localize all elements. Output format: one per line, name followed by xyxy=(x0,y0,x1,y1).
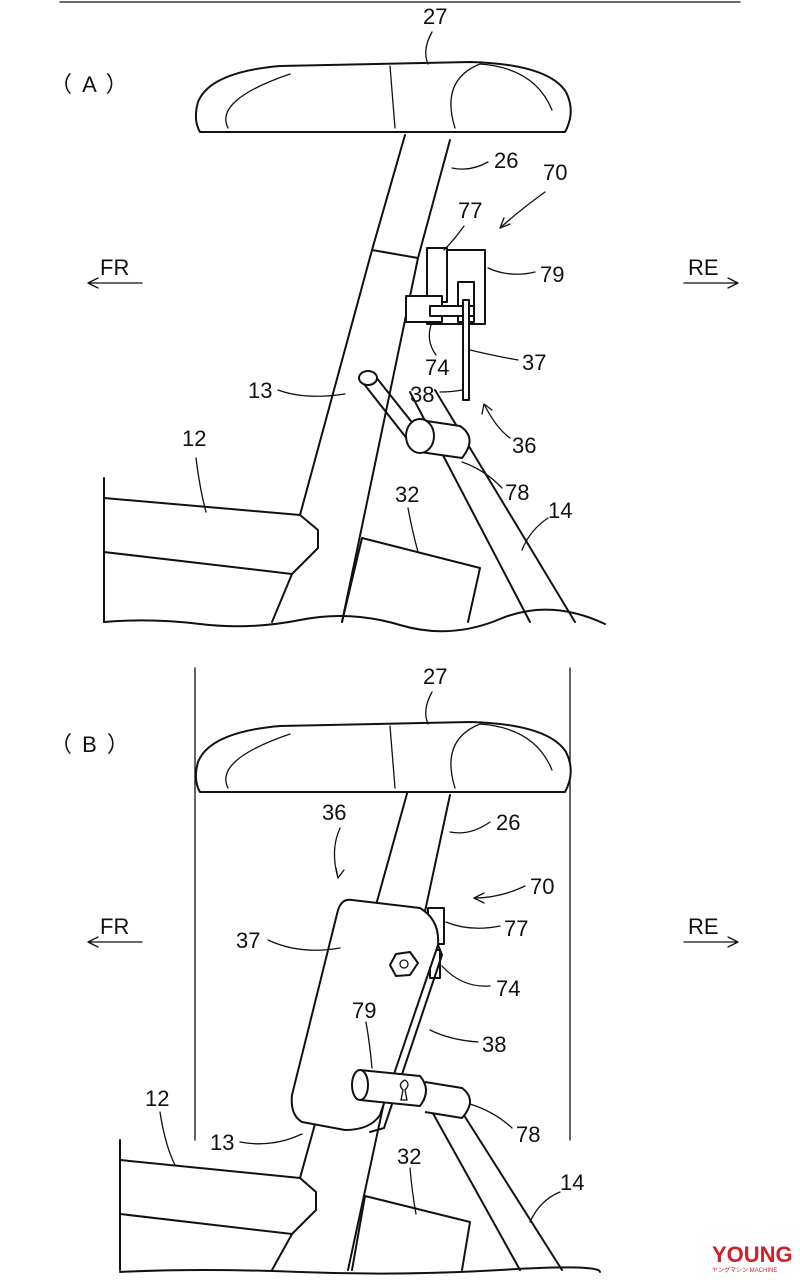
panel-a-label: （ A ） xyxy=(50,72,130,97)
panel-b-label: （ B ） xyxy=(50,732,131,757)
panel-b-callout-13: 13 xyxy=(210,1130,234,1155)
panel-a-front-arrow-icon xyxy=(87,277,143,289)
watermark-sub: ヤングマシン MACHINE xyxy=(712,1266,777,1274)
panel-b-bolt xyxy=(389,951,419,977)
panel-b-stay-14 xyxy=(419,1089,563,1271)
panel-a-callout-74: 74 xyxy=(425,355,449,380)
panel-b-seat-27 xyxy=(194,721,572,793)
panel-b-keyhole-icon xyxy=(399,1079,409,1101)
panel-a-front-label: FR xyxy=(100,255,129,280)
panel-b-rear-arrow-icon xyxy=(683,936,739,948)
panel-a-rod xyxy=(363,371,419,441)
watermark-brand: YOUNG xyxy=(712,1242,793,1267)
panel-a-rear-arrow-icon xyxy=(683,277,739,289)
panel-a-callout-14: 14 xyxy=(548,498,572,523)
panel-a-callout-12: 12 xyxy=(182,426,206,451)
panel-a-callout-70: 70 xyxy=(543,160,567,185)
panel-a-callout-38: 38 xyxy=(410,382,434,407)
panel-b-box-32 xyxy=(351,1195,471,1271)
panel-a-ground-line xyxy=(103,608,606,633)
panel-b-callout-36: 36 xyxy=(322,800,346,825)
panel-a-callout-79: 79 xyxy=(540,262,564,287)
panel-b-lock-79 xyxy=(359,1069,427,1107)
panel-b-callout-27: 27 xyxy=(423,664,447,689)
panel-a-callout-37: 37 xyxy=(522,350,546,375)
panel-a-box-32 xyxy=(341,537,481,623)
panel-a-callout-27: 27 xyxy=(423,4,447,29)
panel-b: （ B ） FR RE xyxy=(50,664,739,1275)
panel-b-front-arrow-icon xyxy=(87,936,143,948)
panel-b-front-label: FR xyxy=(100,914,129,939)
watermark-logo: YOUNG ヤングマシン MACHINE xyxy=(712,1242,793,1274)
panel-a-callout-78: 78 xyxy=(505,480,529,505)
panel-a-seat-post-26 xyxy=(371,134,451,259)
panel-b-callout-78: 78 xyxy=(516,1122,540,1147)
panel-b-ground-line xyxy=(119,1266,601,1275)
panel-a-tube-13 xyxy=(299,249,419,623)
panel-b-callout-79: 79 xyxy=(352,998,376,1023)
panel-a-seat-27 xyxy=(194,61,572,133)
panel-b-rear-label: RE xyxy=(688,914,719,939)
panel-b-callout-38: 38 xyxy=(482,1032,506,1057)
panel-a-hook-38 xyxy=(462,299,470,401)
panel-b-callout-32: 32 xyxy=(397,1144,421,1169)
panel-b-cylinder-78 xyxy=(424,1081,471,1119)
panel-b-callout-14: 14 xyxy=(560,1170,584,1195)
panel-a-frame-12 xyxy=(103,477,319,623)
panel-b-callout-26: 26 xyxy=(496,810,520,835)
panel-b-hook-38 xyxy=(369,944,443,1133)
panel-b-callout-70: 70 xyxy=(530,874,554,899)
panel-b-callout-74: 74 xyxy=(496,976,520,1001)
panel-a-callout-13: 13 xyxy=(248,378,272,403)
panel-b-callout-12: 12 xyxy=(145,1086,169,1111)
panel-a-callout-36: 36 xyxy=(512,433,536,458)
panel-a: （ A ） FR RE xyxy=(50,4,739,633)
panel-b-callout-77: 77 xyxy=(504,916,528,941)
panel-a-callout-77: 77 xyxy=(458,198,482,223)
panel-a-callout-32: 32 xyxy=(395,482,419,507)
panel-a-rear-label: RE xyxy=(688,255,719,280)
panel-a-callout-26: 26 xyxy=(494,148,518,173)
panel-b-callout-37: 37 xyxy=(236,928,260,953)
panel-a-bracket-77 xyxy=(426,247,448,303)
panel-b-frame-12 xyxy=(119,1139,317,1271)
